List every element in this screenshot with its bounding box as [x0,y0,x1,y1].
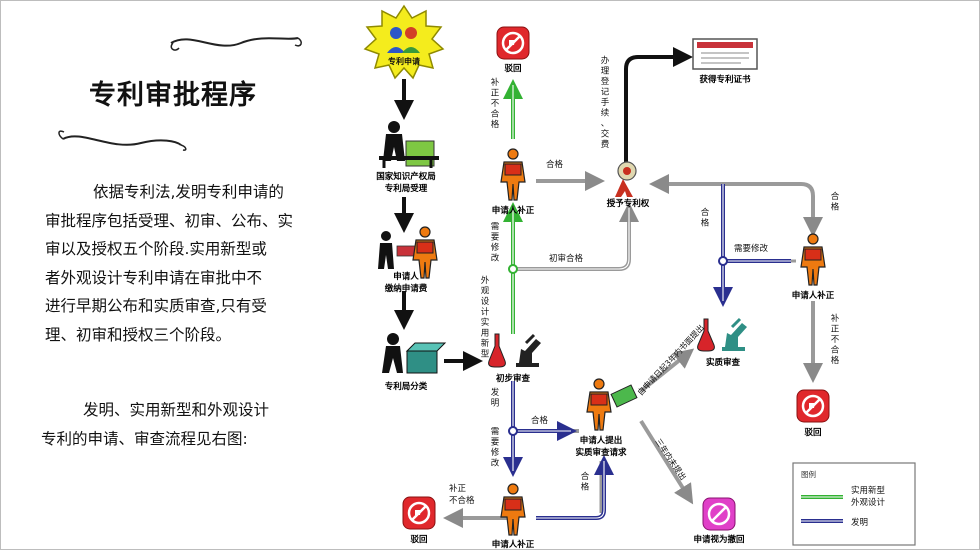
reject-right-icon [795,388,831,424]
prelim-exam-icon [488,333,541,368]
fee-label-1: 申请人 [393,271,419,282]
paragraph-line: 发明、实用新型和外观设计 [83,401,270,419]
label-pass-right: 合格 [831,191,840,213]
paragraph-line: 依据专利法,发明专利申请的 [93,183,284,201]
flourish-bottom [62,135,182,146]
supplement-top-icon [500,148,526,201]
reject-top-label: 驳回 [504,63,521,74]
label-pass-sub: 合格 [701,207,710,229]
substantive-exam-icon [697,317,747,352]
intro-paragraph: 依据专利法,发明专利申请的审批程序包括受理、初审、公布、实审以及授权五个阶段.实… [45,178,293,349]
label-pass-bottom: 合格 [581,471,590,493]
certificate-icon [692,38,758,70]
request-label-1: 申请人提出 [580,435,623,446]
paragraph-line: 审以及授权五个阶段.实用新型或 [45,240,267,258]
label-prelim-pass: 初审合格 [549,253,584,264]
text-panel: 专利审批程序 依据专利法,发明专利申请的审批程序包括受理、初审、公布、实审以及授… [1,1,346,551]
withdrawn-label: 申请视为撤回 [693,534,744,545]
paragraph-line: 进行早期公布和实质审查,只有受 [45,297,267,315]
edge-labels: 补正不合格 合格 需要修改 初审合格 外观设计实用新型 办理登记手续、交费 合格… [449,55,840,506]
flourish-top [170,37,299,47]
supplement-bottom-icon [500,483,526,536]
label-utility-design: 外观设计实用新型 [481,275,490,360]
paragraph-line: 者外观设计专利申请在审批中不 [45,268,263,287]
supplement-right-label: 申请人补正 [792,290,835,301]
label-pass-top: 合格 [546,159,564,170]
supplement-right-icon [800,233,826,286]
certificate-label: 获得专利证书 [698,74,751,85]
reject-top-icon [495,25,531,61]
flow-paragraph: 发明、实用新型和外观设计专利的申请、审查流程见右图: [41,396,269,453]
supplement-bottom-label: 申请人补正 [492,539,535,550]
legend-green-label-2: 外观设计 [851,497,886,508]
office-accept-icon [379,121,439,168]
grant-label: 授予专利权 [607,198,650,209]
label-fail-top: 补正不合格 [491,77,500,130]
paragraph-line: 理、初审和授权三个阶段。 [45,325,232,344]
label-modify-top: 需要修改 [491,222,500,264]
request-label-2: 实质审查请求 [575,447,627,458]
reject-right-label: 驳回 [804,427,821,438]
accept-label-1: 国家知识产权局 [376,171,436,182]
patent-apply-badge: 专利申请 [363,4,445,80]
legend-title: 图例 [801,469,816,479]
pay-fee-icon [378,226,438,279]
reject-bottom-label: 驳回 [410,534,427,545]
blue-flow-lines [503,184,791,520]
grant-medal-icon [615,161,637,197]
request-exam-icon [586,378,638,431]
apply-label: 专利申请 [388,56,420,66]
paragraph-line: 审批程序包括受理、初审、公布、实 [45,211,294,230]
classify-label: 专利局分类 [385,381,428,392]
label-not-3y: 三年内未提出 [653,437,688,482]
gray-flow-lines [443,171,823,528]
label-modify-sub: 需要修改 [734,243,769,254]
label-fail-bottom-2: 不合格 [449,495,475,506]
legend-green-label-1: 实用新型 [851,485,886,496]
classify-icon [382,333,447,374]
label-pass-mid: 合格 [531,415,549,426]
label-fail-bottom-1: 补正 [449,483,467,494]
legend: 图例 实用新型 外观设计 发明 [792,462,916,546]
paragraph-line: 专利的申请、审查流程见右图: [41,429,248,448]
label-fail-right: 补正不合格 [831,313,840,366]
supplement-top-label: 申请人补正 [492,205,535,216]
decorative-flourishes [58,37,303,151]
page-title: 专利审批程序 [89,80,257,111]
label-invention: 发明 [491,387,500,409]
label-within-3y: 自申请日起3年内书面提出 [635,322,706,397]
main-flow-arrows [394,47,693,371]
withdrawn-icon [702,497,736,531]
fee-label-2: 缴纳申请费 [385,283,428,294]
reject-bottom-icon [401,495,437,531]
prelim-label: 初步审查 [496,373,531,384]
accept-label-2: 专利局受理 [385,183,428,194]
label-modify-bottom: 需要修改 [491,427,500,469]
label-register: 办理登记手续、交费 [601,55,610,150]
substantive-label: 实质审查 [706,357,741,368]
legend-blue-label: 发明 [851,517,868,528]
